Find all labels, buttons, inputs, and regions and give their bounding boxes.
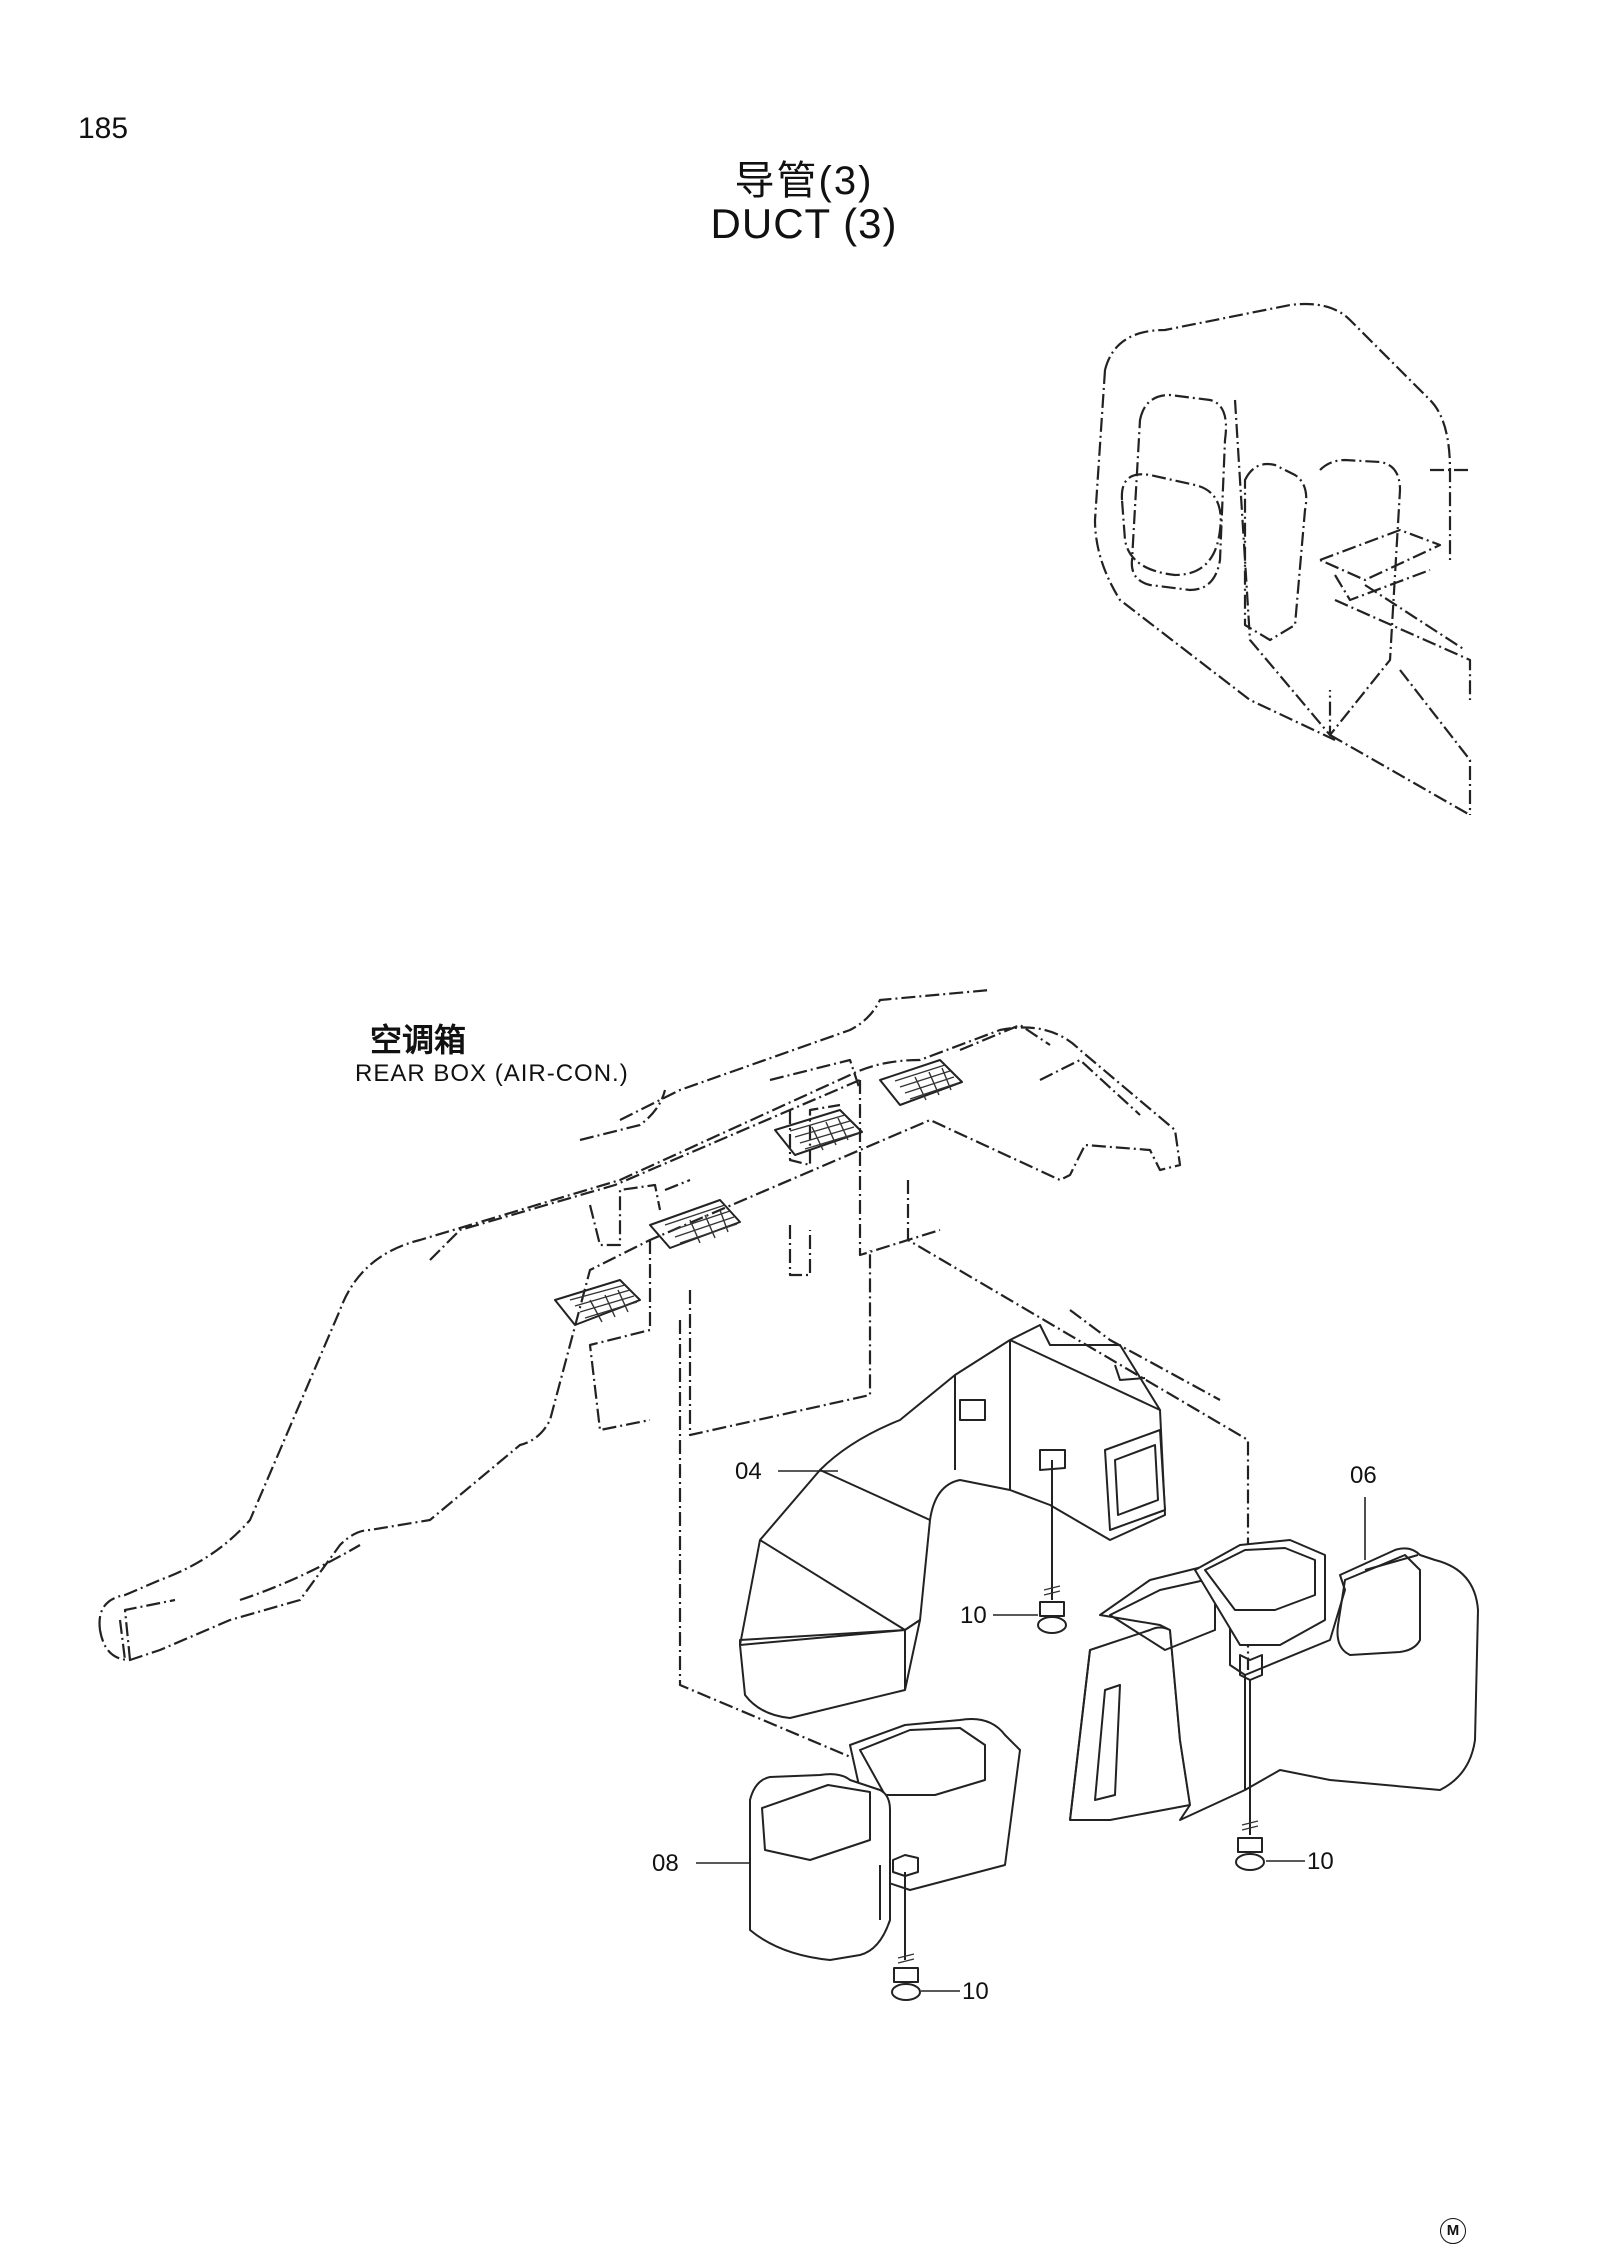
cab-overview [1093,302,1472,816]
callout-part-08: 08 [652,1850,679,1877]
part-04-duct [739,1324,1166,1719]
rear-box-housing [98,988,1182,1662]
callout-leaders [696,1470,1366,1992]
part-06-duct [1069,1539,1479,1821]
callout-part-06: 06 [1350,1462,1377,1489]
m-circle-mark: M [1440,2218,1466,2244]
screw-10-a [1037,1460,1067,1634]
louvre-vent-1 [554,1279,641,1326]
part-08-duct [749,1718,1021,1961]
callout-part-10-b: 10 [1307,1848,1334,1875]
louvre-vent-2 [649,1199,741,1249]
rear-box-label-chinese: 空调箱 [370,1021,467,1059]
callout-part-10-c: 10 [962,1978,989,2005]
assembly-leader-lines [678,1180,1250,1782]
screw-10-b [1235,1680,1265,1871]
title-chinese: 导管(3) [734,159,874,203]
title-english: DUCT (3) [710,200,898,247]
screw-10-c [891,1953,921,2001]
callout-part-04: 04 [735,1458,762,1485]
louvre-vent-4 [879,1059,963,1106]
page-number: 185 [78,112,129,145]
rear-box-label-english: REAR BOX (AIR-CON.) [355,1060,629,1087]
callout-part-10-a: 10 [960,1602,987,1629]
louvre-vent-3 [774,1109,863,1156]
